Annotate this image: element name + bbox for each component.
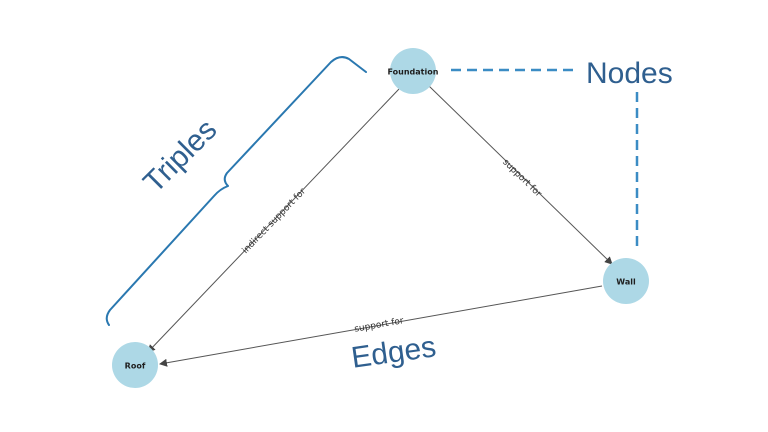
edge-label-wall-roof: support for xyxy=(354,316,405,335)
node-foundation xyxy=(390,48,436,94)
edge-label-foundation-roof: indirect support for xyxy=(241,187,309,256)
node-roof xyxy=(112,342,158,388)
triples-brace xyxy=(105,56,367,326)
edge-label-foundation-wall: support for xyxy=(500,157,543,199)
edges-annotation: Edges xyxy=(349,330,438,375)
edge-foundation-roof xyxy=(147,88,400,353)
node-label-foundation: Foundation xyxy=(388,68,439,77)
node-label-wall: Wall xyxy=(616,278,636,287)
edge-wall-roof xyxy=(159,285,603,367)
node-wall xyxy=(603,258,649,304)
nodes-dashed-connector xyxy=(451,68,639,252)
edge-foundation-wall xyxy=(428,85,613,265)
triples-annotation: Triples xyxy=(137,113,223,199)
node-label-roof: Roof xyxy=(125,362,146,371)
nodes-annotation: Nodes xyxy=(586,57,673,90)
